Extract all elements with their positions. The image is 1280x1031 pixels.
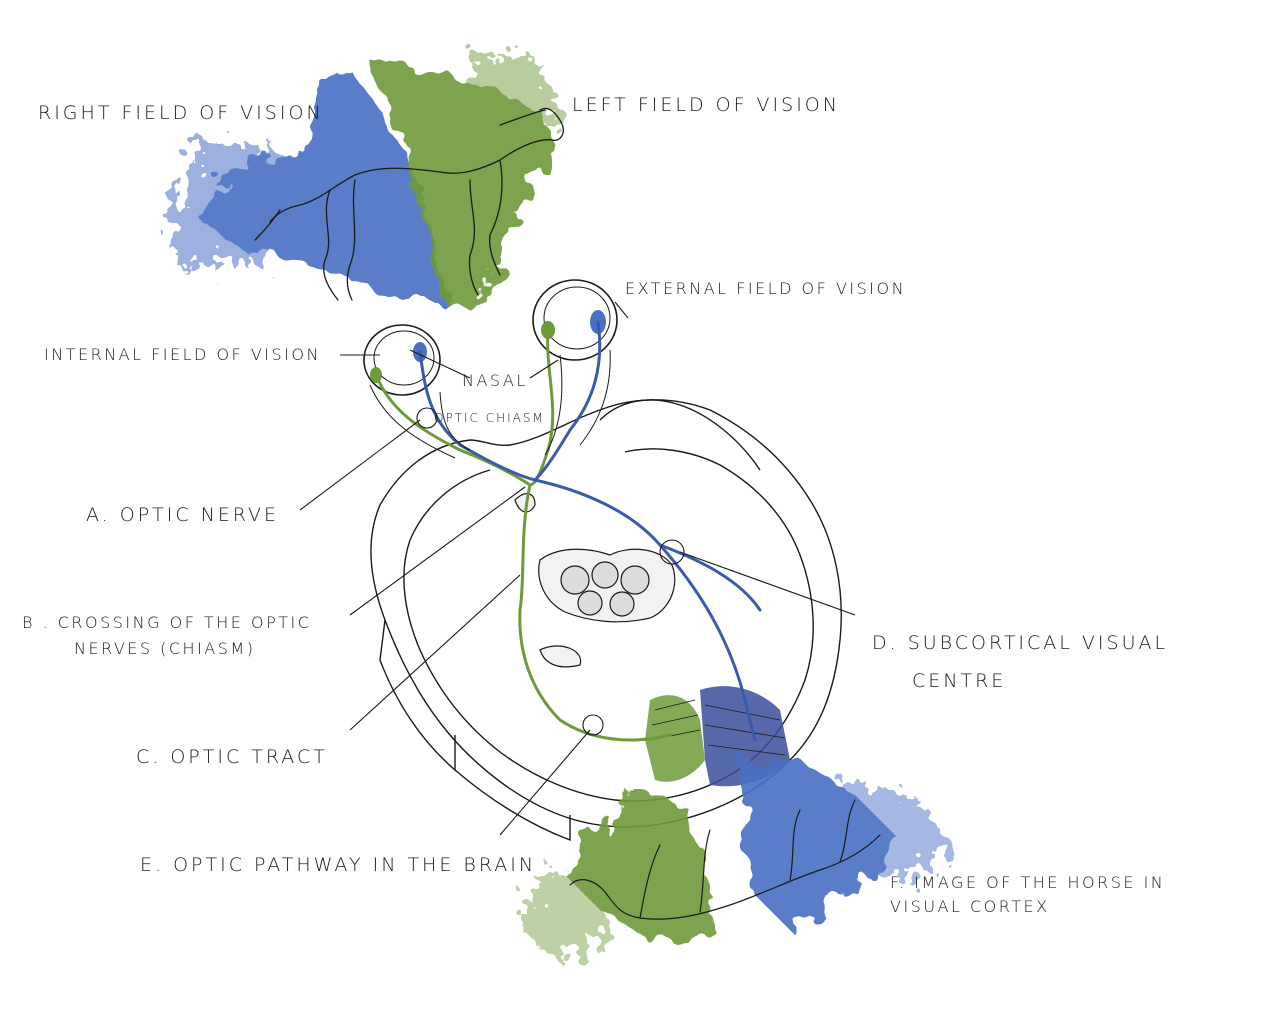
optic-pathway-leader: [499, 729, 591, 836]
label-image-line1: F. IMAGE OF THE HORSE IN: [890, 873, 1166, 892]
optic-tract-leader: [349, 574, 521, 731]
label-internal-field-of-vision: INTERNAL FIELD OF VISION: [44, 345, 321, 364]
left-eye: [532, 279, 618, 361]
bottom-blue-wash: [740, 760, 950, 930]
horse-bottom-sketch: [569, 799, 881, 920]
lgn-ring: [659, 539, 685, 565]
thalamus-sketch: [514, 493, 676, 668]
right-field-blue-wash: [170, 60, 445, 300]
label-external-field-of-vision: EXTERNAL FIELD OF VISION: [625, 279, 907, 298]
subcortical-leader: [679, 551, 856, 616]
label-image-line2: VISUAL CORTEX: [890, 897, 1050, 916]
label-subcortical-line2: CENTRE: [912, 670, 1007, 692]
label-optic-pathway: E. OPTIC PATHWAY IN THE BRAIN: [140, 854, 537, 876]
nerve-ring: [416, 407, 438, 429]
optic-nerve-leader: [299, 419, 421, 511]
label-crossing-line1: B . CROSSING OF THE OPTIC: [22, 613, 312, 632]
label-optic-nerve: A. OPTIC NERVE: [86, 504, 280, 526]
nasal-leader-left: [409, 349, 471, 379]
nasal-leader-right: [529, 359, 559, 379]
left-field-green-wash: [370, 50, 560, 310]
label-right-field-of-vision: RIGHT FIELD OF VISION: [38, 102, 324, 124]
label-subcortical-line1: D. SUBCORTICAL VISUAL: [872, 632, 1169, 654]
pathway-ring: [582, 714, 604, 736]
horse-top-sketch: [254, 107, 564, 301]
leader-lines: [299, 301, 856, 836]
label-optic-tract: C. OPTIC TRACT: [136, 746, 328, 768]
label-crossing-line2: NERVES (CHIASM): [74, 639, 256, 658]
optic-nerve-outline: [369, 349, 611, 459]
label-optic-chiasm: OPTIC CHIASM: [434, 411, 545, 425]
crossing-leader: [349, 486, 526, 616]
label-nasal: NASAL: [462, 371, 528, 390]
optic-nerves-blue: [418, 320, 762, 742]
external-field-leader: [614, 301, 629, 319]
bottom-green-wash: [520, 790, 715, 960]
right-eye: [363, 324, 441, 396]
label-left-field-of-vision: LEFT FIELD OF VISION: [572, 94, 840, 116]
